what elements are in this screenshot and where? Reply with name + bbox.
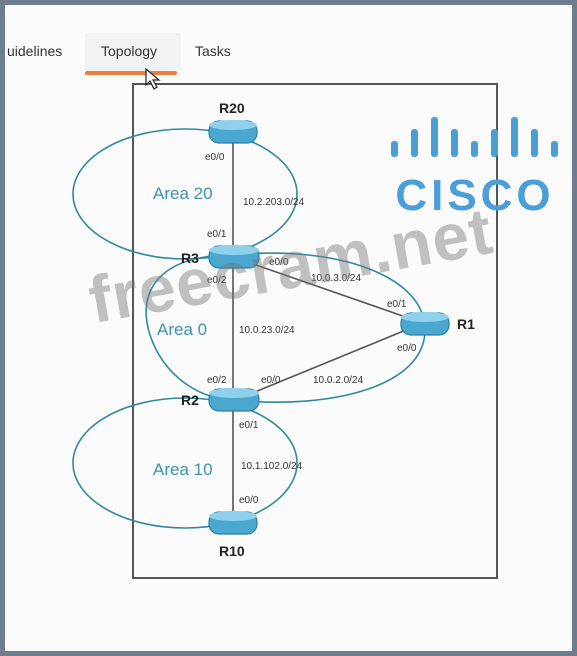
subnet-r3-r1: 10.0.3.0/24 <box>311 273 361 284</box>
iface-r1-e01: e0/1 <box>387 299 407 310</box>
router-r20-icon <box>208 120 258 144</box>
iface-r20-e00: e0/0 <box>205 152 225 163</box>
tab-topology-background <box>85 33 181 71</box>
tab-bar: uidelines Topology Tasks <box>5 5 572 85</box>
area-20-label: Area 20 <box>153 184 213 203</box>
topology-diagram: R20 R3 R1 R2 R10 Area 20 Area 0 Area 10 … <box>72 67 475 559</box>
iface-r3-e02: e0/2 <box>207 275 227 286</box>
iface-r3-e01: e0/1 <box>207 229 227 240</box>
subnet-r2-r1: 10.0.2.0/24 <box>313 375 363 386</box>
screenshot-frame: uidelines Topology Tasks <box>5 5 572 651</box>
router-r1-icon <box>400 312 450 336</box>
active-tab-indicator <box>85 71 177 75</box>
subnet-r20-r3: 10.2.203.0/24 <box>243 197 305 208</box>
link-r3-r1 <box>232 256 424 324</box>
router-r2-icon <box>208 388 260 412</box>
router-r3-icon <box>208 245 260 269</box>
iface-r2-e00: e0/0 <box>261 375 281 386</box>
subnet-r2-r10: 10.1.102.0/24 <box>241 461 303 472</box>
router-r10-label: R10 <box>219 543 245 559</box>
area-0-ring-left <box>145 254 234 401</box>
router-r1-label: R1 <box>457 316 475 332</box>
cisco-logo-text: CISCO <box>395 171 555 220</box>
tab-topology[interactable]: Topology <box>101 43 158 59</box>
iface-r2-e01: e0/1 <box>239 420 259 431</box>
iface-r1-e00: e0/0 <box>397 343 417 354</box>
area-0-label: Area 0 <box>157 320 207 339</box>
topology-diagram-frame <box>132 83 498 579</box>
iface-r2-e02: e0/2 <box>207 375 227 386</box>
router-r10-icon <box>208 511 258 535</box>
subnet-r3-r2: 10.0.23.0/24 <box>239 325 295 336</box>
area-10-ring <box>72 397 298 529</box>
link-r2-r1 <box>232 322 424 402</box>
tab-guidelines[interactable]: uidelines <box>7 43 63 59</box>
iface-r3-e00: e0/0 <box>269 257 289 268</box>
router-r20-label: R20 <box>219 100 245 116</box>
tab-tasks[interactable]: Tasks <box>195 43 231 59</box>
cisco-bars-icon <box>391 117 558 157</box>
area-20-ring <box>72 128 298 260</box>
cisco-logo: CISCO <box>385 115 565 225</box>
router-r2-label: R2 <box>181 392 199 408</box>
mouse-cursor-icon <box>145 67 161 90</box>
iface-r10-e00: e0/0 <box>239 495 259 506</box>
area-10-label: Area 10 <box>153 460 213 479</box>
router-r3-label: R3 <box>181 250 199 266</box>
